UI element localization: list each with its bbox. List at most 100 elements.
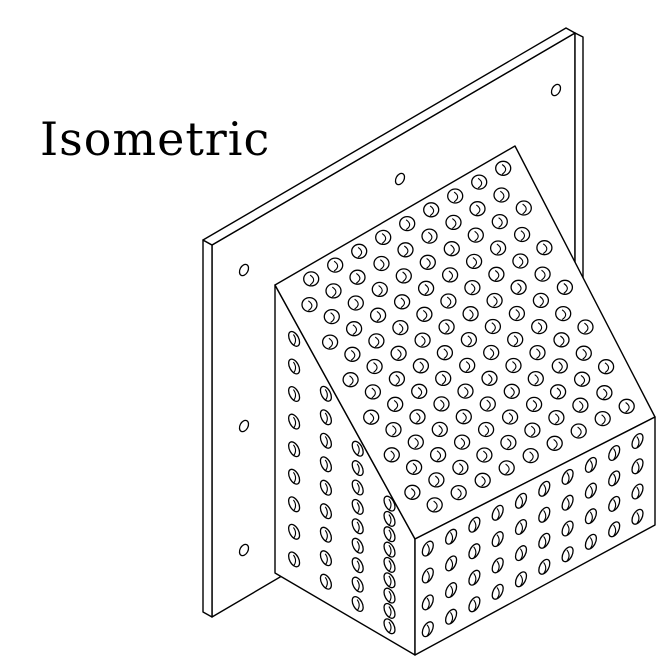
perforation-hole	[287, 523, 301, 540]
perforation-hole	[303, 271, 320, 287]
perforation-hole	[577, 319, 594, 335]
hole-bore-line	[433, 500, 438, 512]
hole-bore-line	[449, 531, 454, 544]
perforation-hole	[421, 540, 434, 557]
plate-left-edge	[202, 239, 213, 618]
hole-bore-line	[426, 257, 431, 269]
hole-bore-line	[324, 529, 328, 542]
hole-bore-line	[520, 230, 526, 241]
hole-bore-line	[356, 599, 360, 612]
perforation-hole	[525, 396, 543, 413]
hole-bore-line	[506, 438, 512, 449]
perforation-hole	[455, 409, 472, 425]
hole-bore-line	[512, 361, 517, 372]
perforation-hole	[546, 435, 563, 451]
perforation-hole	[441, 267, 459, 283]
hole-bore-line	[475, 204, 481, 216]
plate-bolt-hole	[394, 172, 406, 186]
perforation-hole	[468, 596, 481, 613]
perforation-hole	[351, 460, 364, 477]
perforation-hole	[538, 506, 551, 523]
hole-bore-line	[388, 575, 392, 588]
perforation-hole	[460, 331, 478, 348]
perforation-hole	[397, 242, 414, 258]
perforation-hole	[483, 344, 500, 361]
hole-bore-line	[450, 244, 455, 256]
hole-bore-line	[350, 349, 356, 361]
perforation-hole	[488, 266, 505, 282]
hole-bore-line	[356, 521, 360, 534]
hole-bore-line	[388, 621, 392, 634]
hole-bore-line	[443, 348, 448, 360]
perforation-hole	[534, 266, 551, 282]
perforation-hole	[412, 358, 430, 374]
hole-bore-line	[560, 335, 565, 347]
hole-bore-line	[541, 269, 546, 281]
sloped-face-holes	[301, 160, 635, 513]
hole-bore-line	[473, 546, 477, 559]
hole-bore-line	[517, 282, 522, 294]
hole-bore-line	[536, 348, 541, 360]
hole-bore-line	[412, 462, 418, 474]
hole-bore-line	[589, 537, 593, 549]
perforation-hole	[462, 306, 479, 322]
perforation-hole	[514, 545, 528, 562]
perforation-hole	[429, 447, 447, 463]
perforation-hole	[323, 308, 340, 325]
hole-bore-line	[636, 461, 640, 474]
hole-bore-line	[474, 230, 479, 242]
perforation-hole	[561, 546, 574, 563]
hole-bore-line	[519, 496, 523, 508]
hole-bore-line	[539, 296, 544, 307]
perforation-hole	[551, 358, 568, 374]
hole-bore-line	[496, 560, 500, 573]
hole-bore-line	[491, 322, 496, 333]
plate-bolt-hole	[238, 543, 250, 557]
hole-bore-line	[373, 362, 378, 373]
perforation-hole	[351, 537, 364, 554]
hole-bore-line	[379, 259, 385, 270]
perforation-hole	[395, 268, 412, 284]
perforation-hole	[491, 531, 504, 548]
hole-bore-line	[577, 426, 582, 438]
perforation-hole	[342, 372, 359, 388]
perforation-hole	[363, 409, 380, 425]
perforation-hole	[457, 383, 474, 399]
hole-bore-line	[473, 519, 477, 532]
perforation-hole	[505, 357, 522, 374]
hole-bore-line	[424, 284, 430, 295]
hole-bore-line	[324, 389, 328, 401]
perforation-hole	[618, 398, 635, 414]
hole-bore-line	[519, 522, 523, 535]
perforation-hole	[423, 202, 440, 218]
hole-bore-line	[636, 486, 640, 499]
hole-bore-line	[417, 387, 423, 398]
hole-bore-line	[324, 412, 328, 425]
perforation-hole	[319, 479, 333, 496]
hole-bore-line	[395, 374, 400, 386]
hole-bore-line	[354, 298, 359, 310]
perforation-hole	[514, 571, 528, 588]
perforation-hole	[524, 422, 541, 438]
hole-bore-line	[446, 296, 452, 308]
perforation-hole	[553, 332, 570, 348]
hole-bore-line	[369, 412, 375, 424]
hole-bore-line	[292, 361, 297, 374]
hole-bore-line	[589, 485, 593, 498]
perforation-hole	[414, 332, 431, 348]
perforation-hole	[467, 227, 484, 243]
perforation-hole	[471, 174, 488, 190]
hole-bore-line	[465, 361, 471, 372]
hole-bore-line	[448, 270, 454, 282]
hole-bore-line	[482, 450, 488, 462]
perforation-hole	[407, 434, 424, 450]
perforation-hole	[351, 576, 364, 593]
hole-bore-line	[553, 438, 558, 450]
hole-bore-line	[508, 412, 514, 424]
hole-bore-line	[484, 425, 490, 436]
perforation-hole	[366, 358, 383, 375]
perforation-hole	[325, 283, 342, 299]
perforation-hole	[532, 292, 550, 309]
hole-bore-line	[400, 297, 406, 309]
perforation-hole	[385, 421, 402, 438]
